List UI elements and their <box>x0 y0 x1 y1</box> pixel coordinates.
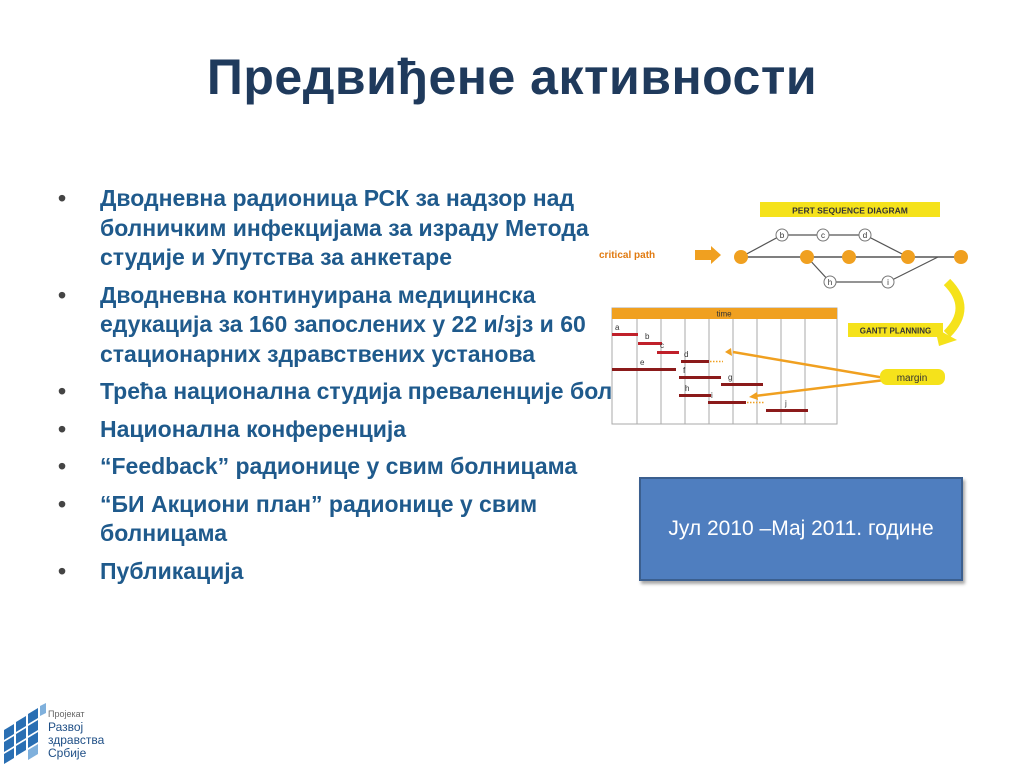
list-item: •Трећа национална студија преваленције б… <box>58 377 818 407</box>
list-item-text: Национална конференција <box>100 415 407 442</box>
list-item: • Публикација <box>58 557 603 587</box>
pert-node-critical <box>800 250 814 264</box>
list-item: • Дводневна континуирана медицинска едука… <box>58 281 603 370</box>
gantt-grid <box>611 307 838 425</box>
pert-node-label: c <box>821 231 825 240</box>
gantt-bar <box>679 394 711 397</box>
gantt-task-label: a <box>615 323 620 332</box>
gantt-task-label: h <box>685 384 689 393</box>
logo-line: Пројекат <box>48 709 85 719</box>
pert-node <box>823 275 837 289</box>
pert-node-critical <box>954 250 968 264</box>
gantt-bar <box>657 351 679 354</box>
gantt-bar <box>612 333 638 336</box>
gantt-task-label: c <box>660 341 664 350</box>
pert-node <box>816 228 830 242</box>
bullet-icon: • <box>58 557 67 584</box>
project-logo-icon <box>4 703 46 764</box>
critical-path-arrow <box>695 246 721 264</box>
gantt-bar <box>681 360 709 363</box>
pert-node-label: b <box>780 231 785 240</box>
margin-arrow <box>732 350 886 380</box>
gantt-task-label: i <box>711 391 713 400</box>
bullet-icon: • <box>58 185 67 211</box>
logo-line: здравства <box>48 733 105 747</box>
list-item: • “БИ Акциони план” радионице у свим болн… <box>58 490 603 549</box>
list-item-text: Дводневна радионица РСК за надзор над бо… <box>100 185 589 270</box>
logo-text: Пројекат Развој здравства Србије <box>48 708 104 760</box>
logo-line: Развој <box>48 720 84 734</box>
pert-node <box>881 275 895 289</box>
gantt-bar <box>638 342 662 345</box>
margin-label-bg <box>880 369 945 385</box>
date-range-text: Јул 2010 –Мај 2011. године <box>668 517 934 540</box>
list-item-text: “БИ Акциони план” радионице у свим болни… <box>100 490 538 547</box>
gantt-bar <box>708 401 746 404</box>
gantt-header-label: GANTT PLANNING <box>860 327 932 336</box>
gantt-task-label: e <box>640 358 645 367</box>
pert-node-label: d <box>863 231 867 240</box>
pert-node-critical <box>842 250 856 264</box>
gantt-bar <box>612 368 676 371</box>
bullet-icon: • <box>58 281 67 308</box>
gantt-bar <box>721 383 763 386</box>
gantt-time-bar <box>612 308 837 319</box>
list-item-text: “Feedback” радионице у свим болницама <box>100 453 578 479</box>
gantt-task-label: f <box>683 366 686 375</box>
pert-node-critical <box>734 250 748 264</box>
list-item: • “Feedback” радионице у свим болницама <box>58 452 603 482</box>
margin-label: margin <box>897 373 928 384</box>
gantt-task-label: d <box>684 350 688 359</box>
gantt-bar <box>766 409 808 412</box>
transition-arrow <box>943 278 965 338</box>
list-item: • Дводневна радионица РСК за надзор над б… <box>58 184 603 273</box>
pert-gantt-diagram: PERT SEQUENCE DIAGRAM critical path b c … <box>599 202 968 425</box>
pert-node <box>775 228 789 242</box>
margin-arrow <box>754 378 886 398</box>
bullet-icon: • <box>58 415 67 442</box>
list-item-text: Дводневна континуирана медицинска едукац… <box>100 281 586 367</box>
logo-line: Србије <box>48 746 87 760</box>
critical-path-label: critical path <box>599 250 655 261</box>
list-item-text: Публикација <box>100 557 244 584</box>
pert-node-label: h <box>828 278 832 287</box>
slide-title: Предвиђене активности <box>206 49 818 105</box>
activity-list: • Дводневна радионица РСК за надзор над б… <box>58 184 818 594</box>
list-item: • Национална конференција <box>58 415 603 445</box>
pert-header-label: PERT SEQUENCE DIAGRAM <box>792 206 908 216</box>
gantt-bar <box>679 376 721 379</box>
gantt-task-label: j <box>784 399 787 408</box>
date-range-box: Јул 2010 –Мај 2011. године <box>639 477 963 581</box>
bullet-icon: • <box>58 453 67 479</box>
pert-header-bar <box>760 202 940 217</box>
gantt-time-label: time <box>716 310 732 319</box>
bullet-icon: • <box>58 378 67 404</box>
gantt-task-label: b <box>645 332 650 341</box>
gantt-task-label: g <box>728 373 732 382</box>
pert-node-label: i <box>887 278 889 287</box>
bullet-icon: • <box>58 490 67 517</box>
pert-node <box>858 228 872 242</box>
gantt-header-bar <box>848 323 943 337</box>
pert-node-critical <box>901 250 915 264</box>
